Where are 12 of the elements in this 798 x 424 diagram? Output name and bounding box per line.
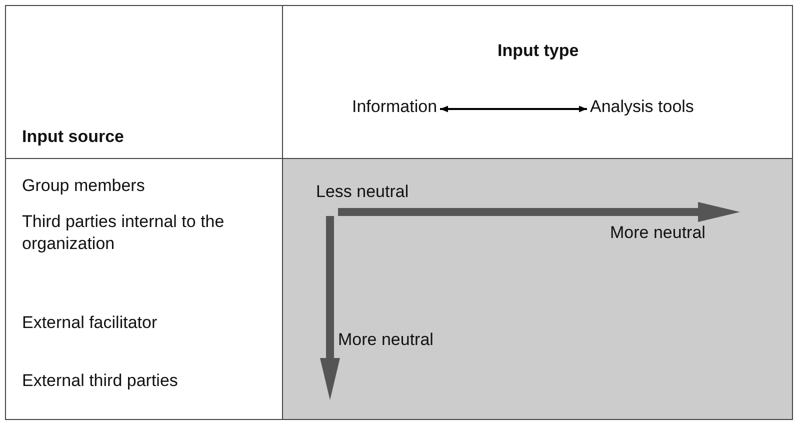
arrow-label: More neutral <box>610 222 706 244</box>
row-label: Group members <box>22 175 145 197</box>
arrow-label: More neutral <box>338 329 434 351</box>
row-label: External facilitator <box>22 312 158 334</box>
category-label: Analysis tools <box>590 96 694 118</box>
row-label: Third parties internal to the organization <box>22 211 226 256</box>
double-arrow <box>440 106 587 112</box>
category-label: Information <box>352 96 438 118</box>
column-header: Input type <box>498 40 579 62</box>
row-header: Input source <box>22 126 124 148</box>
row-label: External third parties <box>22 370 178 392</box>
arrow-label: Less neutral <box>316 181 409 203</box>
